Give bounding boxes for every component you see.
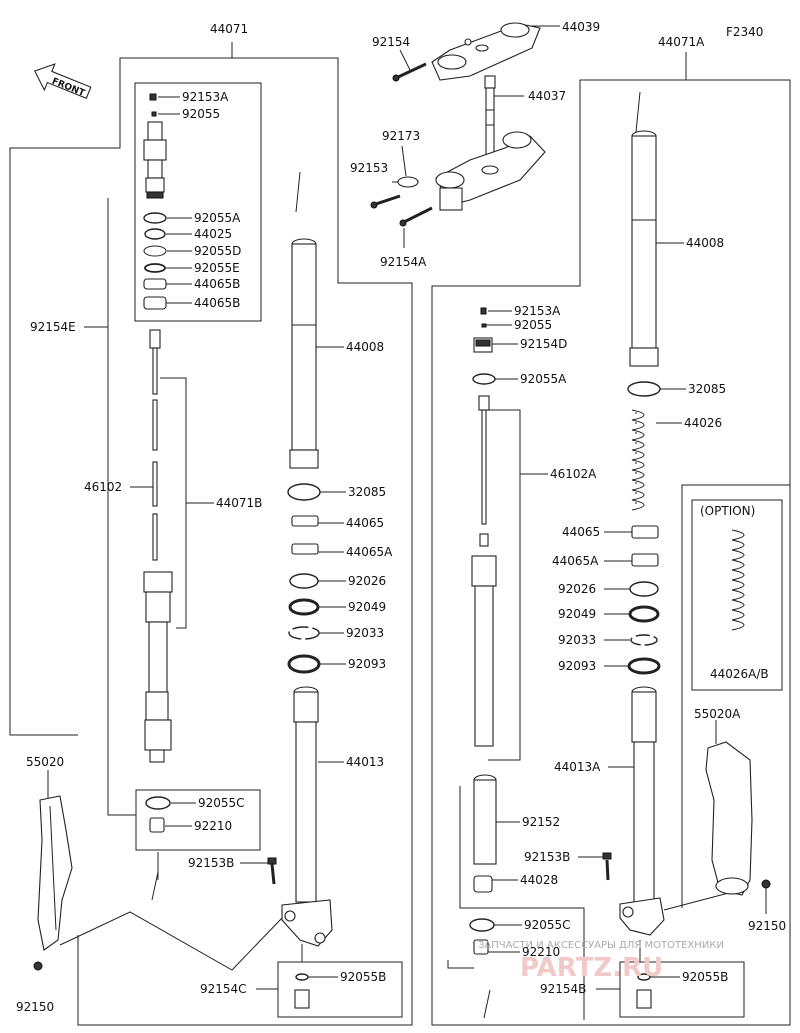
label-46102a: 46102A	[550, 467, 597, 481]
label-44026ab: 44026A/B	[710, 667, 769, 681]
label-55020a: 55020A	[694, 707, 741, 721]
label-92154a: 92154A	[380, 255, 427, 269]
label-92055-right: 92055	[514, 318, 552, 332]
label-44065-right: 44065	[562, 525, 600, 539]
label-44065b-2: 44065B	[194, 296, 240, 310]
label-44013a: 44013A	[554, 760, 601, 774]
part-labels: 44071 44071A 44039 92154 44037 92173 921…	[16, 20, 786, 1014]
option-label: (OPTION)	[700, 504, 755, 518]
label-92055a-left: 92055A	[194, 211, 241, 225]
label-44071b: 44071B	[216, 496, 262, 510]
label-44028: 44028	[520, 873, 558, 887]
cap-92154d	[473, 337, 493, 353]
label-92055a-right: 92055A	[520, 372, 567, 386]
label-55020: 55020	[26, 755, 64, 769]
label-92093-right: 92093	[558, 659, 596, 673]
label-44039: 44039	[562, 20, 600, 34]
label-92154d: 92154D	[520, 337, 567, 351]
label-92055b-right: 92055B	[682, 970, 728, 984]
steering-stem	[484, 75, 496, 161]
label-92093-left: 92093	[348, 657, 386, 671]
label-92173: 92173	[382, 129, 420, 143]
label-44071: 44071	[210, 22, 248, 36]
label-92154e: 92154E	[30, 320, 76, 334]
front-arrow-icon: FRONT	[33, 63, 92, 99]
label-44071a: 44071A	[658, 35, 705, 49]
label-44065-left: 44065	[346, 516, 384, 530]
label-92153-top: 92153	[350, 161, 388, 175]
watermark-line1: ЗАПЧАСТИ И АКСЕССУАРЫ ДЛЯ МОТОТЕХНИКИ	[478, 940, 724, 951]
watermark-line2: PARTZ.RU	[520, 953, 663, 983]
bolt-92150-right	[761, 879, 771, 889]
label-92152: 92152	[522, 815, 560, 829]
label-92210-right: 92210	[522, 945, 560, 959]
option-box	[691, 499, 783, 691]
label-44065b-1: 44065B	[194, 277, 240, 291]
spacer-92152	[473, 774, 497, 865]
diagram-code: F2340	[726, 25, 763, 39]
label-92153b-right: 92153B	[524, 850, 570, 864]
spring-44026	[631, 409, 645, 511]
bolt-92154a	[399, 206, 433, 227]
label-44026: 44026	[684, 416, 722, 430]
label-92055c-left: 92055C	[198, 796, 245, 810]
label-92154-top: 92154	[372, 35, 410, 49]
damper-rod-46102a	[478, 395, 490, 547]
label-92049-left: 92049	[348, 600, 386, 614]
label-92150-right: 92150	[748, 919, 786, 933]
clamp-92173	[397, 176, 419, 188]
bolt-92150-left	[33, 961, 43, 971]
label-92055c-right: 92055C	[524, 918, 571, 932]
cartridge-parts-box	[134, 82, 262, 322]
label-44065a-right: 44065A	[552, 554, 599, 568]
damper-rod-46102	[149, 329, 161, 561]
label-92055d: 92055D	[194, 244, 241, 258]
label-44008-left: 44008	[346, 340, 384, 354]
label-92049-right: 92049	[558, 607, 596, 621]
upper-triple-clamp	[431, 22, 541, 81]
label-92026-left: 92026	[348, 574, 386, 588]
inner-tube-44013	[281, 686, 333, 947]
label-92026-right: 92026	[558, 582, 596, 596]
label-32085-right: 32085	[688, 382, 726, 396]
label-92154b: 92154B	[540, 982, 586, 996]
cartridge-46102a	[471, 555, 497, 747]
label-44037: 44037	[528, 89, 566, 103]
label-46102: 46102	[84, 480, 122, 494]
label-92153b-left: 92153B	[188, 856, 234, 870]
label-44008-right: 44008	[686, 236, 724, 250]
label-92154c: 92154C	[200, 982, 247, 996]
bolt-92154-top	[392, 62, 427, 82]
left-bottom-seal-box	[135, 789, 261, 851]
label-44013: 44013	[346, 755, 384, 769]
lower-triple-clamp	[435, 131, 546, 211]
label-44025: 44025	[194, 227, 232, 241]
label-92153a-right: 92153A	[514, 304, 561, 318]
fork-guard-55020a	[705, 741, 753, 896]
label-32085-left: 32085	[348, 485, 386, 499]
label-92033-right: 92033	[558, 633, 596, 647]
label-92055b-left: 92055B	[340, 970, 386, 984]
outer-tube-44008-left	[289, 238, 319, 469]
cartridge-cap-stack	[143, 93, 167, 199]
left-fork-boundary	[9, 42, 413, 1026]
spring-44026ab	[731, 529, 745, 631]
label-92055e: 92055E	[194, 261, 240, 275]
outer-tube-44008-right	[629, 130, 659, 367]
cartridge-44071b	[143, 571, 173, 763]
label-92055-left: 92055	[182, 107, 220, 121]
right-fork-boundary	[431, 52, 791, 1026]
fork-guard-55020	[37, 795, 73, 951]
inner-tube-44013a	[619, 686, 665, 936]
bolt-92153b-left	[267, 857, 277, 885]
label-92153a-left: 92153A	[182, 90, 229, 104]
label-92210-left: 92210	[194, 819, 232, 833]
label-92033-left: 92033	[346, 626, 384, 640]
bolt-92153-top	[370, 194, 401, 209]
bolt-92153b-right	[602, 852, 612, 881]
label-92150-left: 92150	[16, 1000, 54, 1014]
label-44065a-left: 44065A	[346, 545, 393, 559]
